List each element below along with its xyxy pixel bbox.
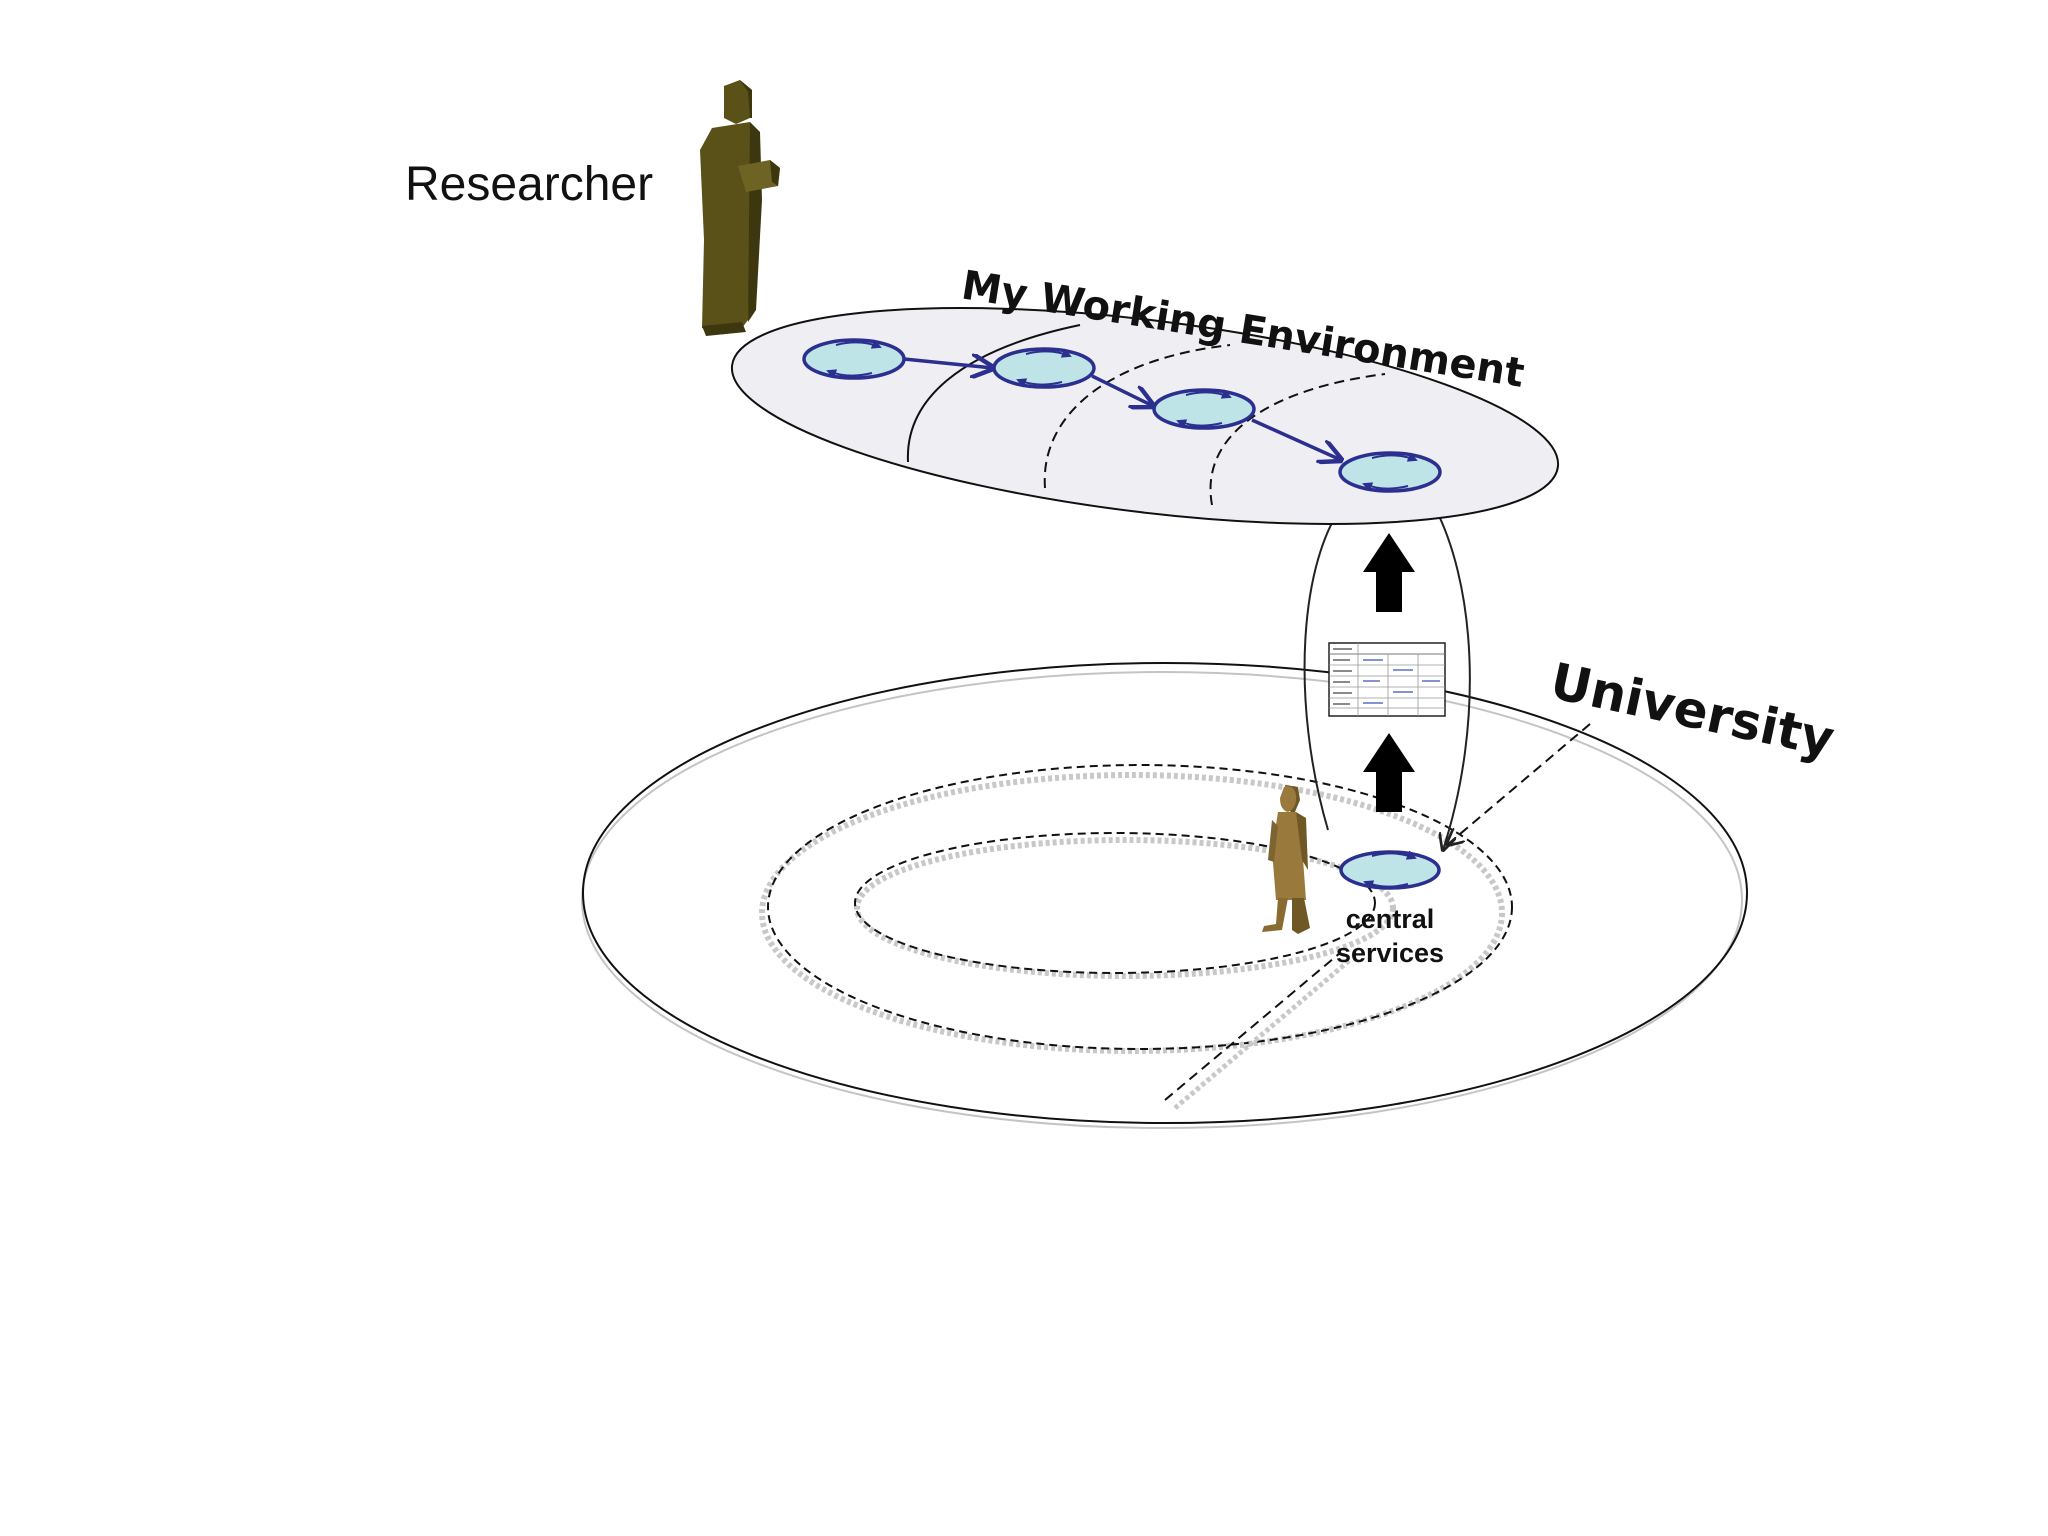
workflow-node-1 xyxy=(802,338,906,380)
university-outer-ring xyxy=(582,662,1748,1124)
workflow-arrow-2-3 xyxy=(1091,374,1153,406)
workflow-arrow-3-4 xyxy=(1251,418,1341,460)
walking-person-icon xyxy=(1262,785,1310,934)
university-dashed-path xyxy=(1164,952,1341,1101)
central-services-node xyxy=(1339,850,1441,890)
cycle-arrow-icon xyxy=(1185,389,1232,399)
central-services-label-line2: services xyxy=(1336,938,1444,968)
researcher-figure-icon xyxy=(700,80,780,336)
working-environment-divider-dashed xyxy=(1043,344,1231,489)
university-inner-ring-shadow xyxy=(854,837,1396,979)
workflow-arrow-1-2 xyxy=(903,359,993,368)
university-outer-ring-shadow xyxy=(581,671,1743,1129)
up-arrow-icon xyxy=(1363,733,1415,812)
cycle-arrow-icon xyxy=(835,339,882,349)
university-dashed-connector xyxy=(1447,723,1591,845)
table-document-icon xyxy=(1328,642,1446,717)
cycle-arrow-icon xyxy=(1176,419,1223,429)
university-middle-ring xyxy=(767,764,1513,1050)
working-environment-divider-solid xyxy=(906,324,1081,463)
university-platform xyxy=(581,662,1748,1129)
university-dashed-path-shadow xyxy=(1173,958,1352,1110)
cycle-arrow-icon xyxy=(1362,482,1409,492)
university-inner-ring xyxy=(854,832,1376,974)
cycle-arrow-icon xyxy=(1371,452,1418,462)
cycle-arrow-icon xyxy=(1016,378,1063,388)
working-environment-divider-dashed xyxy=(1209,373,1386,506)
cycle-arrow-icon xyxy=(1025,348,1072,358)
central-services-node-shape xyxy=(1339,850,1441,890)
central-services-label-line1: central xyxy=(1346,904,1435,934)
link-right-curve xyxy=(1431,501,1471,850)
up-arrow-icon xyxy=(1363,533,1415,612)
cycle-arrow-icon xyxy=(1363,880,1409,890)
cycle-arrow-icon xyxy=(1371,850,1417,860)
university-label: University xyxy=(1546,652,1840,769)
researcher-label: Researcher xyxy=(405,158,653,211)
link-left-curve xyxy=(1303,502,1345,831)
university-middle-ring-shadow xyxy=(759,772,1505,1054)
cycle-arrow-icon xyxy=(826,369,873,379)
workflow-node-3 xyxy=(1152,388,1256,430)
workflow-node-4 xyxy=(1338,451,1442,493)
workflow-node-2 xyxy=(992,347,1096,389)
